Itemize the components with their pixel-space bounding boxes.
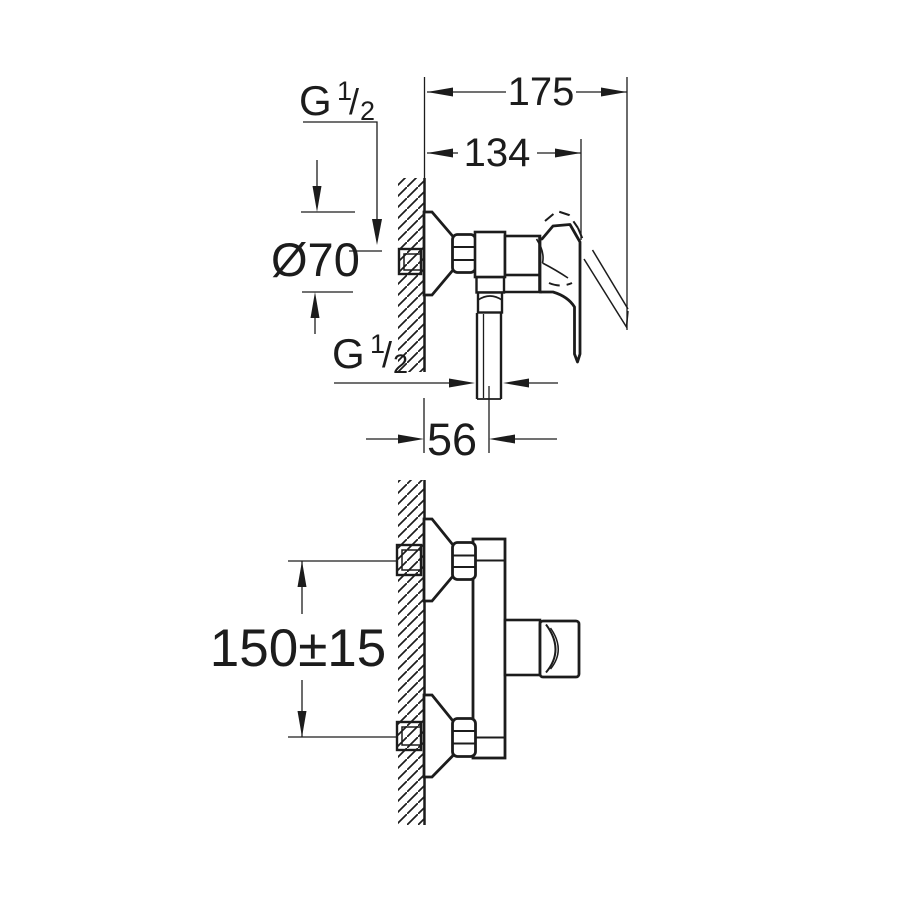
- thread-label-outlet: G 1 / 2: [332, 329, 558, 388]
- lever-swing-lines: [583, 249, 629, 330]
- escutcheon-lower: [422, 693, 455, 779]
- supply-pipe-stub-upper: [395, 543, 423, 577]
- dimension-134: 134: [427, 131, 581, 175]
- wall-hatch: [398, 480, 424, 825]
- body-flange: [473, 230, 507, 279]
- arrow-down: [297, 711, 307, 737]
- lever-handle-lifted-dashed: [544, 209, 584, 287]
- arrow-right: [398, 434, 424, 444]
- lever-handle-closed: [538, 223, 582, 364]
- dim-175-label: 175: [508, 70, 575, 114]
- outlet-block: [475, 275, 506, 294]
- dimension-150: 150±15: [210, 560, 397, 738]
- dim-70-label: Ø70: [271, 233, 360, 286]
- arrow-down: [372, 219, 382, 245]
- arrow-right: [555, 148, 581, 158]
- dim-56-label: 56: [427, 414, 477, 465]
- dimension-diameter-70: Ø70: [271, 160, 382, 334]
- dim-150-label: 150±15: [210, 619, 386, 678]
- union-nut-lower: [451, 717, 477, 758]
- union-nut-upper: [451, 541, 477, 581]
- side-view: 175 134 G 1 / 2 Ø70: [271, 70, 629, 465]
- front-view: 150±15: [210, 480, 581, 825]
- arrow-left: [427, 148, 453, 158]
- arrow-up: [310, 292, 320, 318]
- thread-label-top-text: G 1 / 2: [299, 76, 375, 126]
- supply-pipe-stub-lower: [395, 720, 423, 752]
- arrow-up: [297, 561, 307, 587]
- arrow-left: [489, 434, 515, 444]
- thread-label-top: G 1 / 2: [299, 76, 382, 245]
- cartridge-dome-lines: [535, 238, 569, 279]
- handle-stem: [503, 618, 542, 677]
- handle-grip: [538, 619, 581, 679]
- outlet-pipe: [475, 313, 503, 400]
- escutcheon-upper: [422, 517, 455, 603]
- supply-pipe-stub: [397, 247, 423, 276]
- mixer-body: [473, 230, 542, 400]
- leader-line: [303, 121, 378, 238]
- extension-lines: [423, 77, 628, 453]
- escutcheon: [422, 210, 455, 297]
- arrow-right: [449, 378, 475, 388]
- arrow-left: [427, 87, 453, 97]
- arrow-right: [601, 87, 627, 97]
- dimension-175: 175: [427, 70, 627, 114]
- thread-label-outlet-text: G 1 / 2: [332, 329, 408, 379]
- body-plate: [471, 537, 507, 760]
- union-nut: [451, 233, 477, 274]
- dim-134-label: 134: [464, 131, 531, 175]
- arrow-left: [503, 378, 529, 388]
- cartridge-housing: [503, 234, 542, 277]
- arrow-down: [312, 186, 322, 212]
- outlet-union: [476, 291, 504, 314]
- dimension-56: 56: [366, 414, 557, 465]
